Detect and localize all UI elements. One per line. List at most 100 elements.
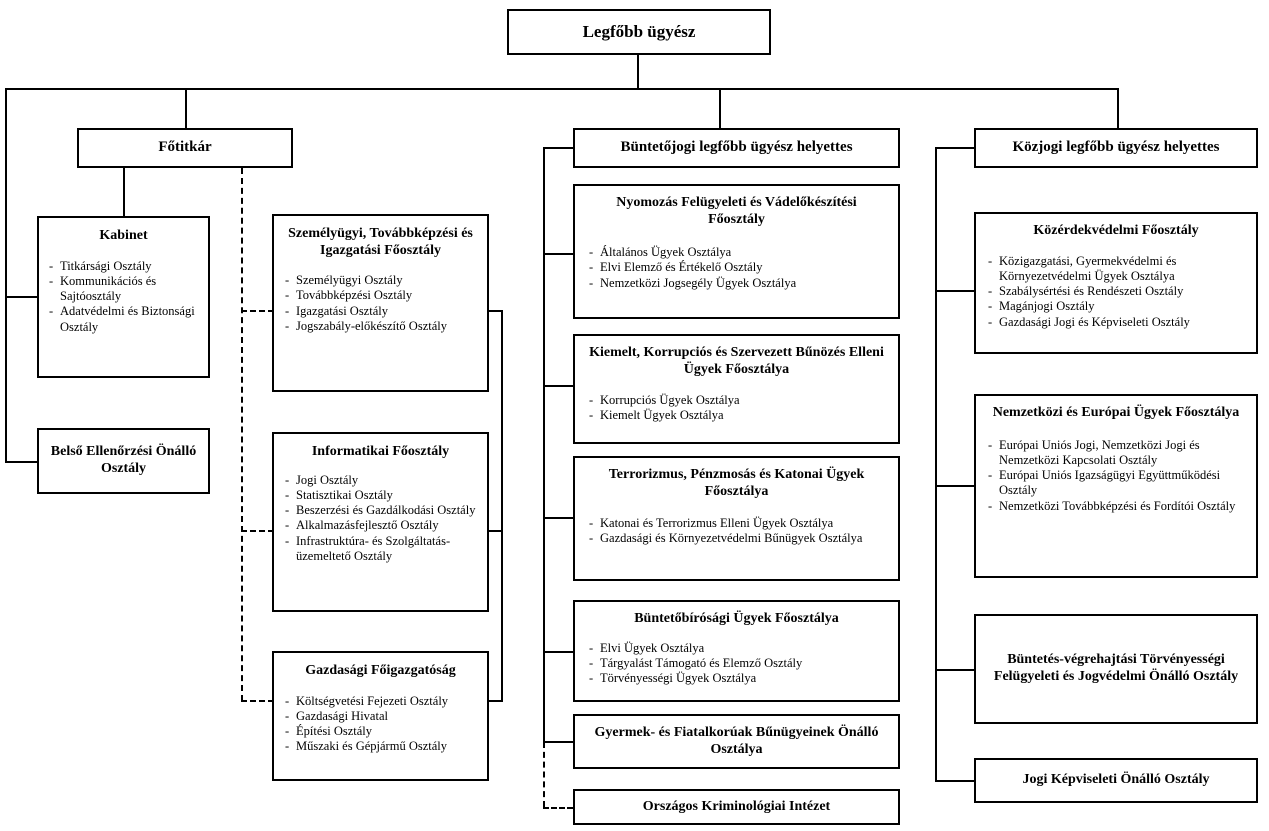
list-item: Gazdasági Hivatal: [283, 709, 478, 725]
list-item: Műszaki és Gépjármű Osztály: [283, 739, 478, 755]
node-buntetobirosagi[interactable]: Büntetőbírósági Ügyek Főosztálya Elvi Üg…: [573, 600, 900, 702]
list-item: Nemzetközi Jogsegély Ügyek Osztálya: [587, 276, 886, 292]
list-item: Magánjogi Osztály: [986, 299, 1246, 315]
connector-col2-right-rail: [501, 310, 503, 701]
list-item: Elvi Ügyek Osztálya: [587, 641, 886, 657]
node-kiemelt-korrupcios-items: Korrupciós Ügyek Osztálya Kiemelt Ügyek …: [587, 393, 886, 424]
connector-drop-publiclaw: [1117, 88, 1119, 128]
connector-dashed-stub-gazdasagi: [241, 700, 274, 702]
list-item: Építési Osztály: [283, 724, 478, 740]
list-item: Statisztikai Osztály: [283, 488, 478, 504]
connector-middle-stub-1: [543, 253, 573, 255]
list-item: Személyügyi Osztály: [283, 273, 478, 289]
node-nemzetkozi-europai-items: Európai Uniós Jogi, Nemzetközi Jogi és N…: [986, 438, 1246, 515]
connector-right-rail: [935, 147, 937, 781]
list-item: Jogi Osztály: [283, 473, 478, 489]
node-kozerdekvedelmi-title: Közérdekvédelmi Főosztály: [1033, 223, 1199, 238]
list-item: Adatvédelmi és Biztonsági Osztály: [47, 304, 200, 335]
node-szemelyugyi[interactable]: Személyügyi, Továbbképzési és Igazgatási…: [272, 214, 489, 392]
connector-middle-rail: [543, 147, 545, 742]
connector-dashed-stub-informatikai: [241, 530, 274, 532]
node-jogi-kepviseleti-title: Jogi Képviseleti Önálló Osztály: [1022, 772, 1210, 788]
node-gazdasagi-foigazgatosag[interactable]: Gazdasági Főigazgatóság Költségvetési Fe…: [272, 651, 489, 781]
node-kozerdekvedelmi-items: Közigazgatási, Gyermekvédelmi és Környez…: [986, 254, 1246, 331]
node-root-title: Legfőbb ügyész: [582, 21, 696, 41]
list-item: Gazdasági és Környezetvédelmi Bűnügyek O…: [587, 531, 886, 547]
node-szemelyugyi-items: Személyügyi Osztály Továbbképzési Osztál…: [283, 273, 478, 334]
node-nemzetkozi-europai[interactable]: Nemzetközi és Európai Ügyek Főosztálya E…: [974, 394, 1258, 578]
node-kabinet-title: Kabinet: [99, 228, 148, 243]
node-buntetobirosagi-title: Büntetőbírósági Ügyek Főosztálya: [634, 611, 839, 626]
node-buntetes-vegrehajtasi-title: Büntetés-végrehajtási Törvényességi Felü…: [993, 652, 1239, 684]
node-kiemelt-korrupcios[interactable]: Kiemelt, Korrupciós és Szervezett Bűnözé…: [573, 334, 900, 444]
list-item: Korrupciós Ügyek Osztálya: [587, 393, 886, 409]
list-item: Infrastruktúra- és Szolgáltatás-üzemelte…: [283, 534, 478, 565]
node-belso-ellenorzesi-title: Belső Ellenőrzési Önálló Osztály: [50, 444, 197, 476]
connector-middle-stub-5: [543, 741, 573, 743]
connector-dashed-rail: [241, 168, 243, 701]
node-jogi-kepviseleti[interactable]: Jogi Képviseleti Önálló Osztály: [974, 758, 1258, 803]
node-kabinet-items: Titkársági Osztály Kommunikációs és Sajt…: [47, 259, 200, 335]
node-root[interactable]: Legfőbb ügyész: [507, 9, 771, 55]
list-item: Beszerzési és Gazdálkodási Osztály: [283, 503, 478, 519]
connector-col2-stub-a: [489, 310, 503, 312]
node-deputy-public-law-title: Közjogi legfőbb ügyész helyettes: [1012, 139, 1220, 156]
list-item: Európai Uniós Igazságügyi Együttműködési…: [986, 468, 1246, 499]
connector-middle-stub-3: [543, 517, 573, 519]
node-terrorizmus-penzmosas-title: Terrorizmus, Pénzmosás és Katonai Ügyek …: [608, 467, 865, 499]
node-gazdasagi-foigazgatosag-title: Gazdasági Főigazgatóság: [305, 663, 456, 678]
connector-middle-dashed-stub-okri: [543, 807, 573, 809]
list-item: Nemzetközi Továbbképzési és Fordítói Osz…: [986, 499, 1246, 515]
list-item: Törvényességi Ügyek Osztálya: [587, 671, 886, 687]
node-kabinet[interactable]: Kabinet Titkársági Osztály Kommunikációs…: [37, 216, 210, 378]
node-deputy-public-law[interactable]: Közjogi legfőbb ügyész helyettes: [974, 128, 1258, 168]
node-kozerdekvedelmi[interactable]: Közérdekvédelmi Főosztály Közigazgatási,…: [974, 212, 1258, 354]
connector-left-stub-kabinet: [5, 296, 39, 298]
node-terrorizmus-penzmosas-items: Katonai és Terrorizmus Elleni Ügyek Oszt…: [587, 516, 886, 547]
node-informatikai[interactable]: Informatikai Főosztály Jogi Osztály Stat…: [272, 432, 489, 612]
list-item: Katonai és Terrorizmus Elleni Ügyek Oszt…: [587, 516, 886, 532]
list-item: Általános Ügyek Osztálya: [587, 245, 886, 261]
connector-left-rail: [5, 88, 7, 463]
connector-root-stem: [637, 55, 639, 88]
list-item: Jogszabály-előkészítő Osztály: [283, 319, 478, 335]
node-secretary-general[interactable]: Főtitkár: [77, 128, 293, 168]
connector-middle-dashed-rail: [543, 742, 545, 807]
node-kiemelt-korrupcios-title: Kiemelt, Korrupciós és Szervezett Bűnözé…: [589, 345, 884, 377]
node-terrorizmus-penzmosas[interactable]: Terrorizmus, Pénzmosás és Katonai Ügyek …: [573, 456, 900, 581]
list-item: Szabálysértési és Rendészeti Osztály: [986, 284, 1246, 300]
node-orszagos-kriminologiai[interactable]: Országos Kriminológiai Intézet: [573, 789, 900, 825]
node-buntetes-vegrehajtasi[interactable]: Büntetés-végrehajtási Törvényességi Felü…: [974, 614, 1258, 724]
connector-middle-stub-4: [543, 651, 573, 653]
list-item: Közigazgatási, Gyermekvédelmi és Környez…: [986, 254, 1246, 285]
list-item: Európai Uniós Jogi, Nemzetközi Jogi és N…: [986, 438, 1246, 469]
node-gyermek-fiatalkoruak-title: Gyermek- és Fiatalkorúak Bűnügyeinek Öná…: [594, 724, 879, 757]
list-item: Titkársági Osztály: [47, 259, 200, 275]
connector-right-stub-1: [935, 290, 974, 292]
node-gyermek-fiatalkoruak[interactable]: Gyermek- és Fiatalkorúak Bűnügyeinek Öná…: [573, 714, 900, 769]
node-informatikai-items: Jogi Osztály Statisztikai Osztály Beszer…: [283, 473, 478, 565]
connector-drop-secretary: [185, 88, 187, 128]
connector-secretary-to-kabinet: [123, 168, 125, 216]
node-nyomozas-felugyeleti[interactable]: Nyomozás Felügyeleti és Vádelőkészítési …: [573, 184, 900, 319]
node-deputy-criminal[interactable]: Büntetőjogi legfőbb ügyész helyettes: [573, 128, 900, 168]
list-item: Tárgyalást Támogató és Elemző Osztály: [587, 656, 886, 672]
node-deputy-criminal-title: Büntetőjogi legfőbb ügyész helyettes: [620, 139, 853, 156]
connector-middle-stub-2: [543, 385, 573, 387]
list-item: Igazgatási Osztály: [283, 304, 478, 320]
connector-right-stub-4: [935, 780, 974, 782]
connector-left-stub-belso: [5, 461, 39, 463]
node-secretary-general-title: Főtitkár: [158, 139, 212, 156]
connector-middle-stub-header: [543, 147, 573, 149]
connector-drop-criminal: [719, 88, 721, 128]
list-item: Kiemelt Ügyek Osztálya: [587, 408, 886, 424]
connector-col2-stub-b: [489, 530, 503, 532]
node-nyomozas-felugyeleti-items: Általános Ügyek Osztálya Elvi Elemző és …: [587, 245, 886, 291]
list-item: Alkalmazásfejlesztő Osztály: [283, 518, 478, 534]
connector-right-stub-3: [935, 669, 974, 671]
node-belso-ellenorzesi[interactable]: Belső Ellenőrzési Önálló Osztály: [37, 428, 210, 494]
node-informatikai-title: Informatikai Főosztály: [311, 444, 450, 459]
connector-right-stub-2: [935, 485, 974, 487]
list-item: Gazdasági Jogi és Képviseleti Osztály: [986, 315, 1246, 331]
